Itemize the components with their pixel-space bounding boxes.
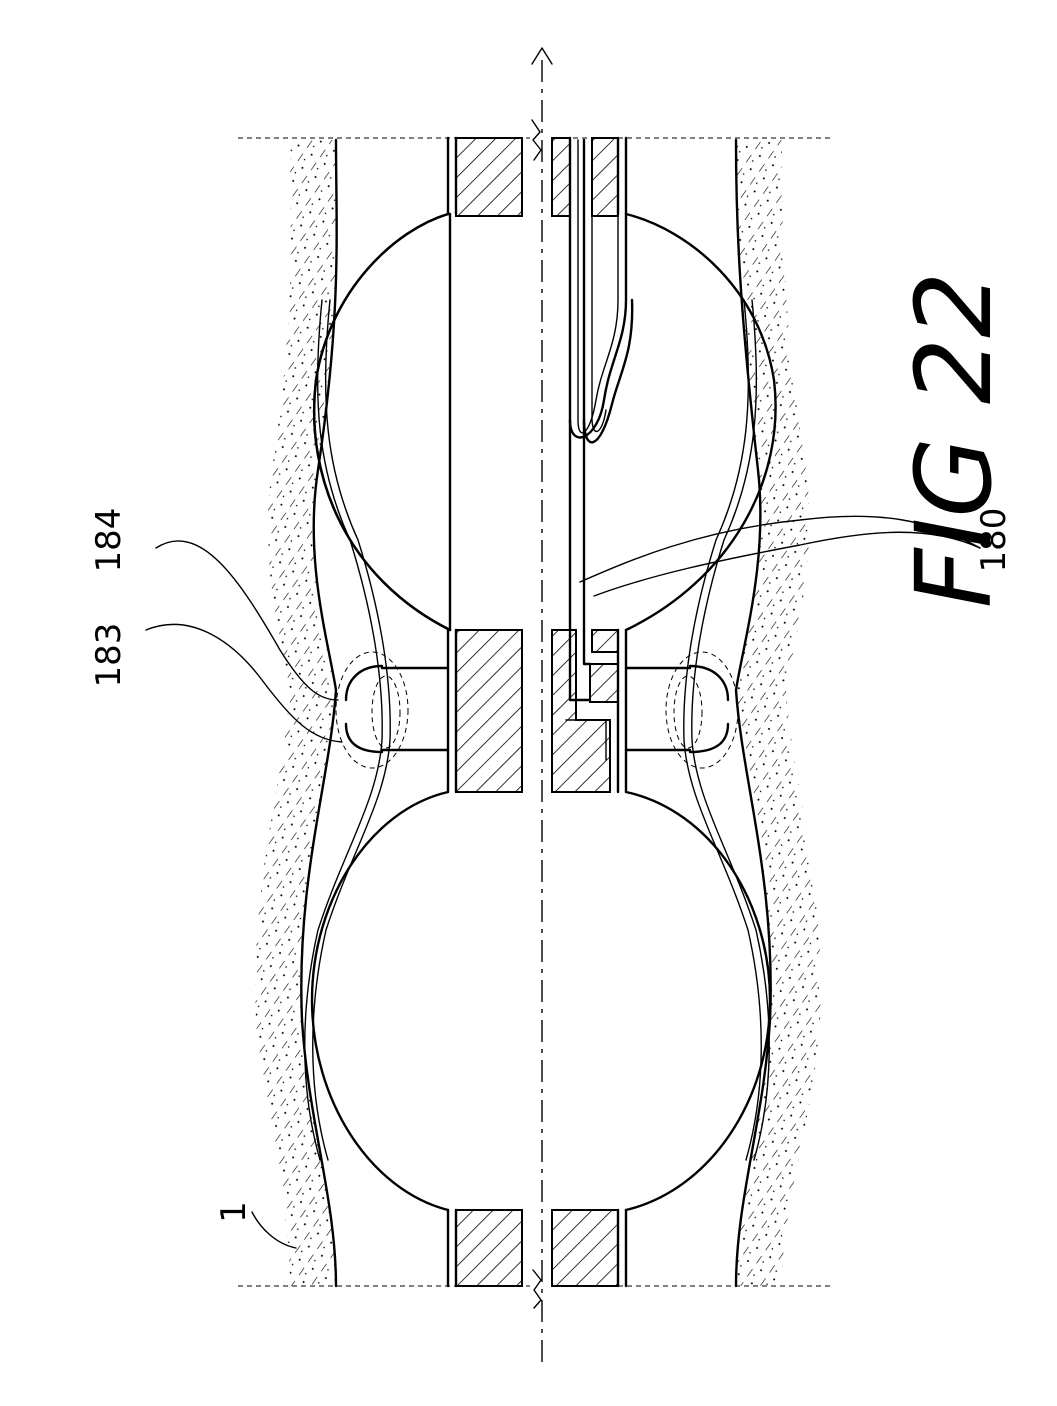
label-wall-text: 1: [214, 1201, 254, 1223]
figure-title-text: FIG 22: [893, 272, 1015, 608]
ports: [335, 651, 739, 769]
lower-balloon: [310, 790, 772, 1212]
label-180-text: 180: [974, 508, 1014, 573]
inflation-lumen: [565, 136, 634, 761]
label-184: 184: [89, 508, 129, 573]
vessel-wall-right: [734, 138, 821, 1288]
center-axis: [531, 47, 553, 1362]
label-184-text: 184: [89, 508, 129, 573]
vessel-wall-left: [255, 138, 338, 1288]
hub-sections: [455, 137, 619, 1287]
label-183-text: 183: [89, 623, 129, 688]
label-wall: 1: [214, 1201, 254, 1223]
upper-balloon: [312, 212, 777, 632]
label-180: 180: [974, 508, 1014, 573]
figure-title: FIG 22: [893, 272, 1015, 608]
sleeve: [304, 299, 770, 1161]
leader-lines: [145, 515, 981, 1249]
label-183: 183: [89, 623, 129, 688]
